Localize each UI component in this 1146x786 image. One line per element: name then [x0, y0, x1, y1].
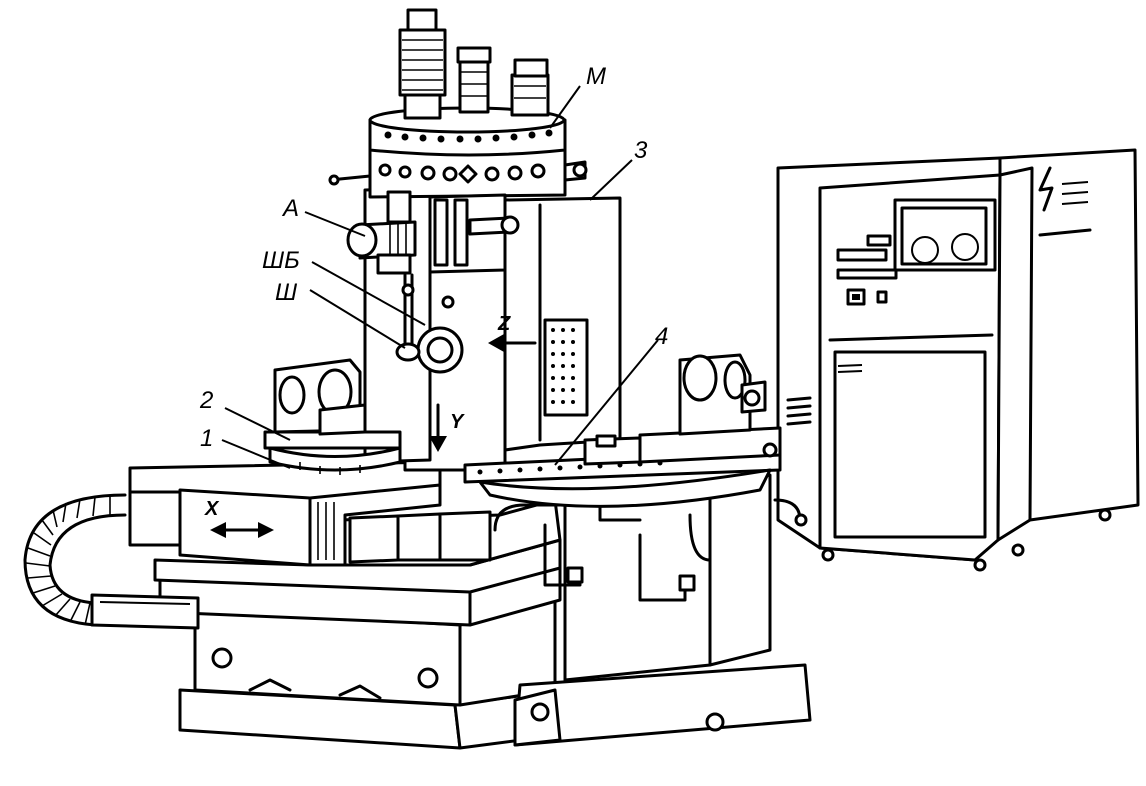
- x-axis-arrow: [210, 522, 274, 538]
- leader-lines: [221, 85, 659, 469]
- cable-carrier: [23, 493, 200, 630]
- tool-change-arm: [395, 273, 421, 362]
- label-2: 2: [199, 387, 213, 414]
- label-a: А: [281, 195, 299, 222]
- z-axis-arrow: [488, 334, 537, 352]
- label-z-axis: Z: [497, 313, 511, 335]
- x-saddle: [128, 460, 442, 567]
- tool-magazine-tools: [398, 8, 550, 120]
- tool-holder-a: [346, 190, 417, 275]
- pallet-station-right: [463, 353, 812, 747]
- pallet-left: [263, 358, 402, 475]
- y-axis-arrow: [429, 403, 447, 452]
- axis-arrows: [210, 334, 537, 538]
- spindle-head: [328, 106, 588, 274]
- control-cabinet: [776, 148, 1140, 572]
- column-vent-dots: [551, 328, 575, 404]
- label-x-axis: X: [204, 498, 220, 520]
- label-sh: Ш: [275, 279, 298, 306]
- label-4: 4: [655, 323, 668, 350]
- label-3: 3: [634, 137, 648, 164]
- label-y-axis: Y: [450, 411, 465, 433]
- label-shb: ШБ: [262, 247, 300, 274]
- label-m: М: [586, 63, 606, 90]
- label-1: 1: [200, 425, 213, 452]
